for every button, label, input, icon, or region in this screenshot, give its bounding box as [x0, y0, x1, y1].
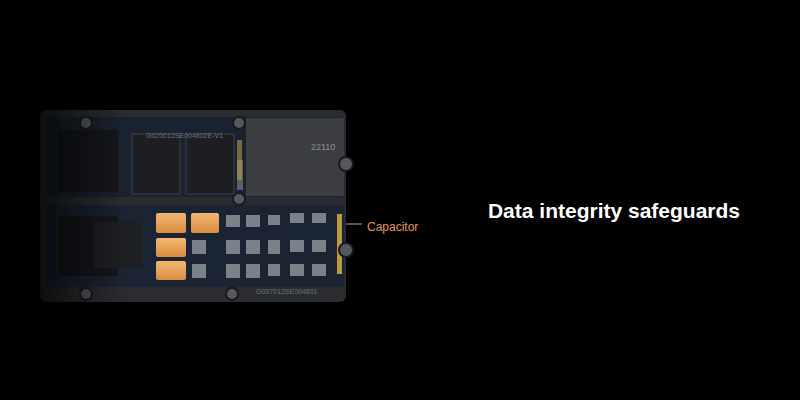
part-label-slot: Capacitor: [367, 217, 418, 235]
silkscreen-text-slot: G020012SE004802E-V1: [146, 124, 223, 142]
heading-text: Data integrity safeguards: [488, 199, 740, 223]
heading-text-slot: Data integrity safeguards: [488, 199, 740, 223]
silkscreen-text: G037012SE004801: [256, 288, 318, 295]
silkscreen-text-slot: 22110: [311, 136, 335, 154]
silkscreen-text: G020012SE004802E-V1: [146, 132, 223, 139]
part-label: Capacitor: [367, 220, 418, 234]
silkscreen-text: 22110: [311, 142, 335, 152]
silkscreen-text-slot: G037012SE004801: [256, 280, 318, 298]
